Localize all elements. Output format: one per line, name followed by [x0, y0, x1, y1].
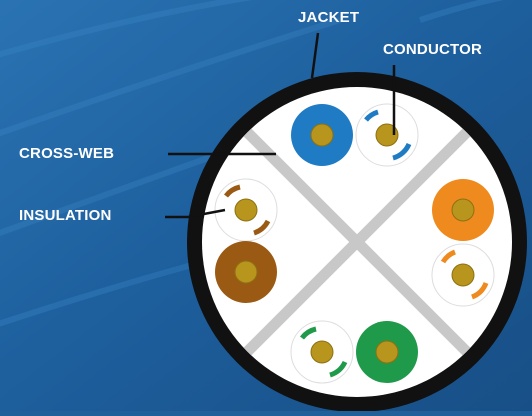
- orange-stripe: [440, 249, 457, 264]
- pair-green: [290, 320, 418, 384]
- conductor-label: CONDUCTOR: [383, 41, 483, 58]
- pair-orange: [431, 179, 495, 307]
- blue-stripe: [392, 142, 412, 161]
- cross-web: [226, 111, 488, 373]
- blue-stripe: [364, 109, 379, 122]
- insulation-leader: [165, 208, 226, 219]
- orange-solid-conductor: [451, 198, 475, 222]
- blue-solid-conductor: [310, 123, 334, 147]
- insulation-label: INSULATION: [19, 207, 112, 224]
- green-stripe: [329, 360, 348, 378]
- background-streaks: [0, 0, 504, 327]
- brown-striped-conductor: [234, 198, 258, 222]
- green-striped-conductor: [310, 340, 334, 364]
- cross-web-label: CROSS-WEB: [19, 145, 115, 162]
- green-stripe: [300, 326, 317, 340]
- green-solid-conductor: [375, 340, 399, 364]
- orange-stripe: [470, 281, 489, 300]
- leader-lines: [165, 32, 396, 219]
- brown-stripe: [253, 219, 271, 236]
- pair-brown: [214, 178, 278, 303]
- brown-stripe: [224, 184, 241, 198]
- orange-striped-conductor: [451, 263, 475, 287]
- brown-solid-conductor: [234, 260, 258, 284]
- jacket-label: JACKET: [298, 9, 360, 26]
- blue-striped-conductor: [375, 123, 399, 147]
- jacket-leader: [310, 32, 320, 79]
- pair-blue: [291, 103, 419, 167]
